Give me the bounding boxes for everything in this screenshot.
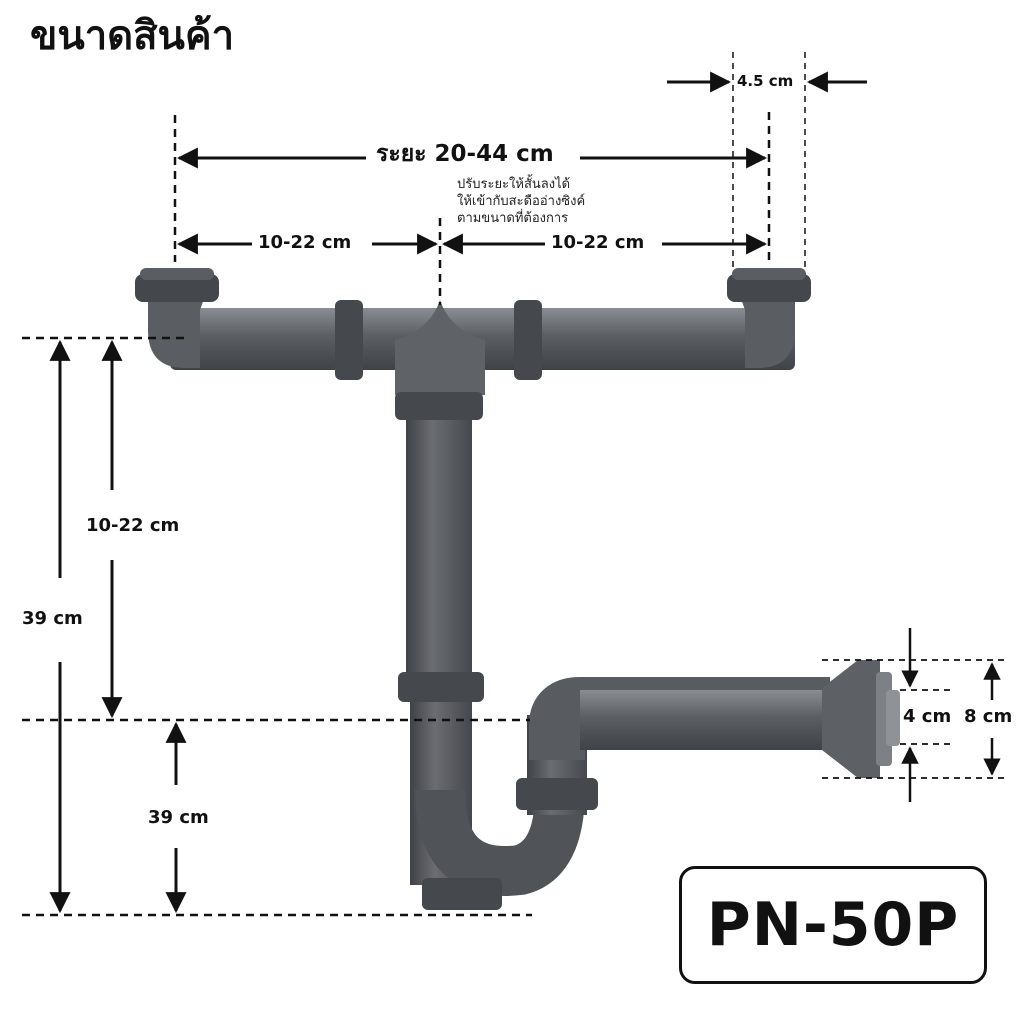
vertical-adjust-label: 10-22 cm [86, 515, 180, 536]
left-elbow [148, 296, 205, 368]
trap-nut [516, 778, 598, 810]
wall-flange [822, 660, 880, 778]
inlet-width-label: 4.5 cm [735, 72, 796, 90]
right-branch-label: 10-22 cm [551, 232, 645, 253]
pipe-assembly [135, 268, 900, 910]
bottom-cap-nut [422, 878, 502, 910]
adjustable-range-label: ระยะ 20-44 cm [372, 143, 558, 166]
tee-bottom-nut [395, 392, 483, 420]
right-slip-nut [514, 300, 542, 380]
top-horizontal-pipe [170, 308, 795, 370]
outlet-inner-label: 4 cm [903, 706, 952, 727]
tee-junction [395, 300, 485, 395]
outlet-hole [886, 690, 900, 746]
right-inlet-nut [727, 274, 811, 302]
right-inlet-nut-top [732, 268, 806, 280]
left-inlet-nut-top [140, 268, 214, 280]
outlet-elbow [529, 677, 830, 760]
model-badge: PN-50P [679, 866, 987, 984]
adjust-note: ปรับระยะให้สั้นลงได้ ให้เข้ากับสะดืออ่าง… [457, 176, 585, 227]
left-slip-nut [335, 300, 363, 380]
right-elbow [740, 296, 795, 368]
adjust-note-line-2: ให้เข้ากับสะดืออ่างซิงค์ [457, 194, 586, 209]
trap-u-bend [415, 789, 585, 896]
adjust-note-line-3: ตามขนาดที่ต้องการ [457, 211, 569, 226]
left-inlet-nut [135, 274, 219, 302]
page-title: ขนาดสินค้า [30, 13, 235, 59]
mid-vertical-nut [398, 672, 484, 702]
dimension-lines [22, 52, 1008, 917]
outlet-outer-label: 8 cm [964, 706, 1013, 727]
trap-height-label: 39 cm [148, 807, 209, 828]
total-height-label: 39 cm [22, 608, 83, 629]
adjust-note-line-1: ปรับระยะให้สั้นลงได้ [457, 177, 571, 192]
vertical-pipe [406, 375, 472, 675]
left-branch-label: 10-22 cm [258, 232, 352, 253]
outlet-pipe [580, 690, 830, 750]
